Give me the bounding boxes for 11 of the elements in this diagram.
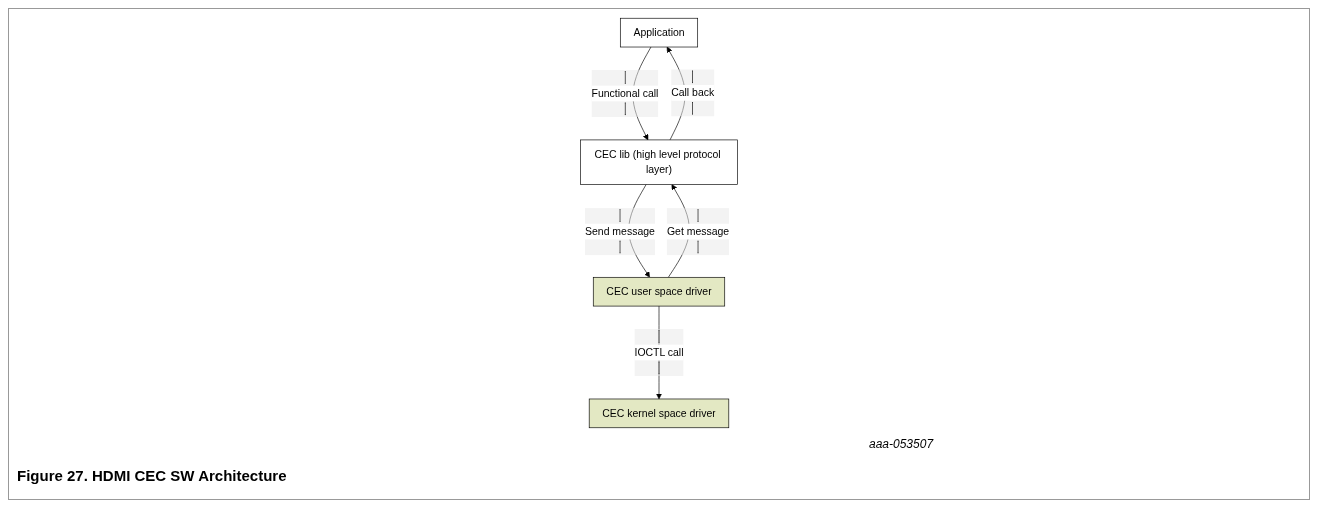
node-box: CEC kernel space driver xyxy=(588,398,730,429)
edge-label: Functional call xyxy=(591,87,659,99)
node-box: Application xyxy=(620,17,698,48)
node-box: CEC user space driver xyxy=(592,276,726,307)
figure-id: aaa-053507 xyxy=(869,437,934,451)
edge-label: Get message xyxy=(666,225,730,237)
node-box: CEC lib (high level protocol layer) xyxy=(580,139,738,185)
edge-label: Send message xyxy=(585,225,655,237)
figure-caption: Figure 27. HDMI CEC SW Architecture xyxy=(17,467,287,484)
edge-label: Call back xyxy=(671,86,715,99)
edge-label: IOCTL call xyxy=(634,346,684,358)
